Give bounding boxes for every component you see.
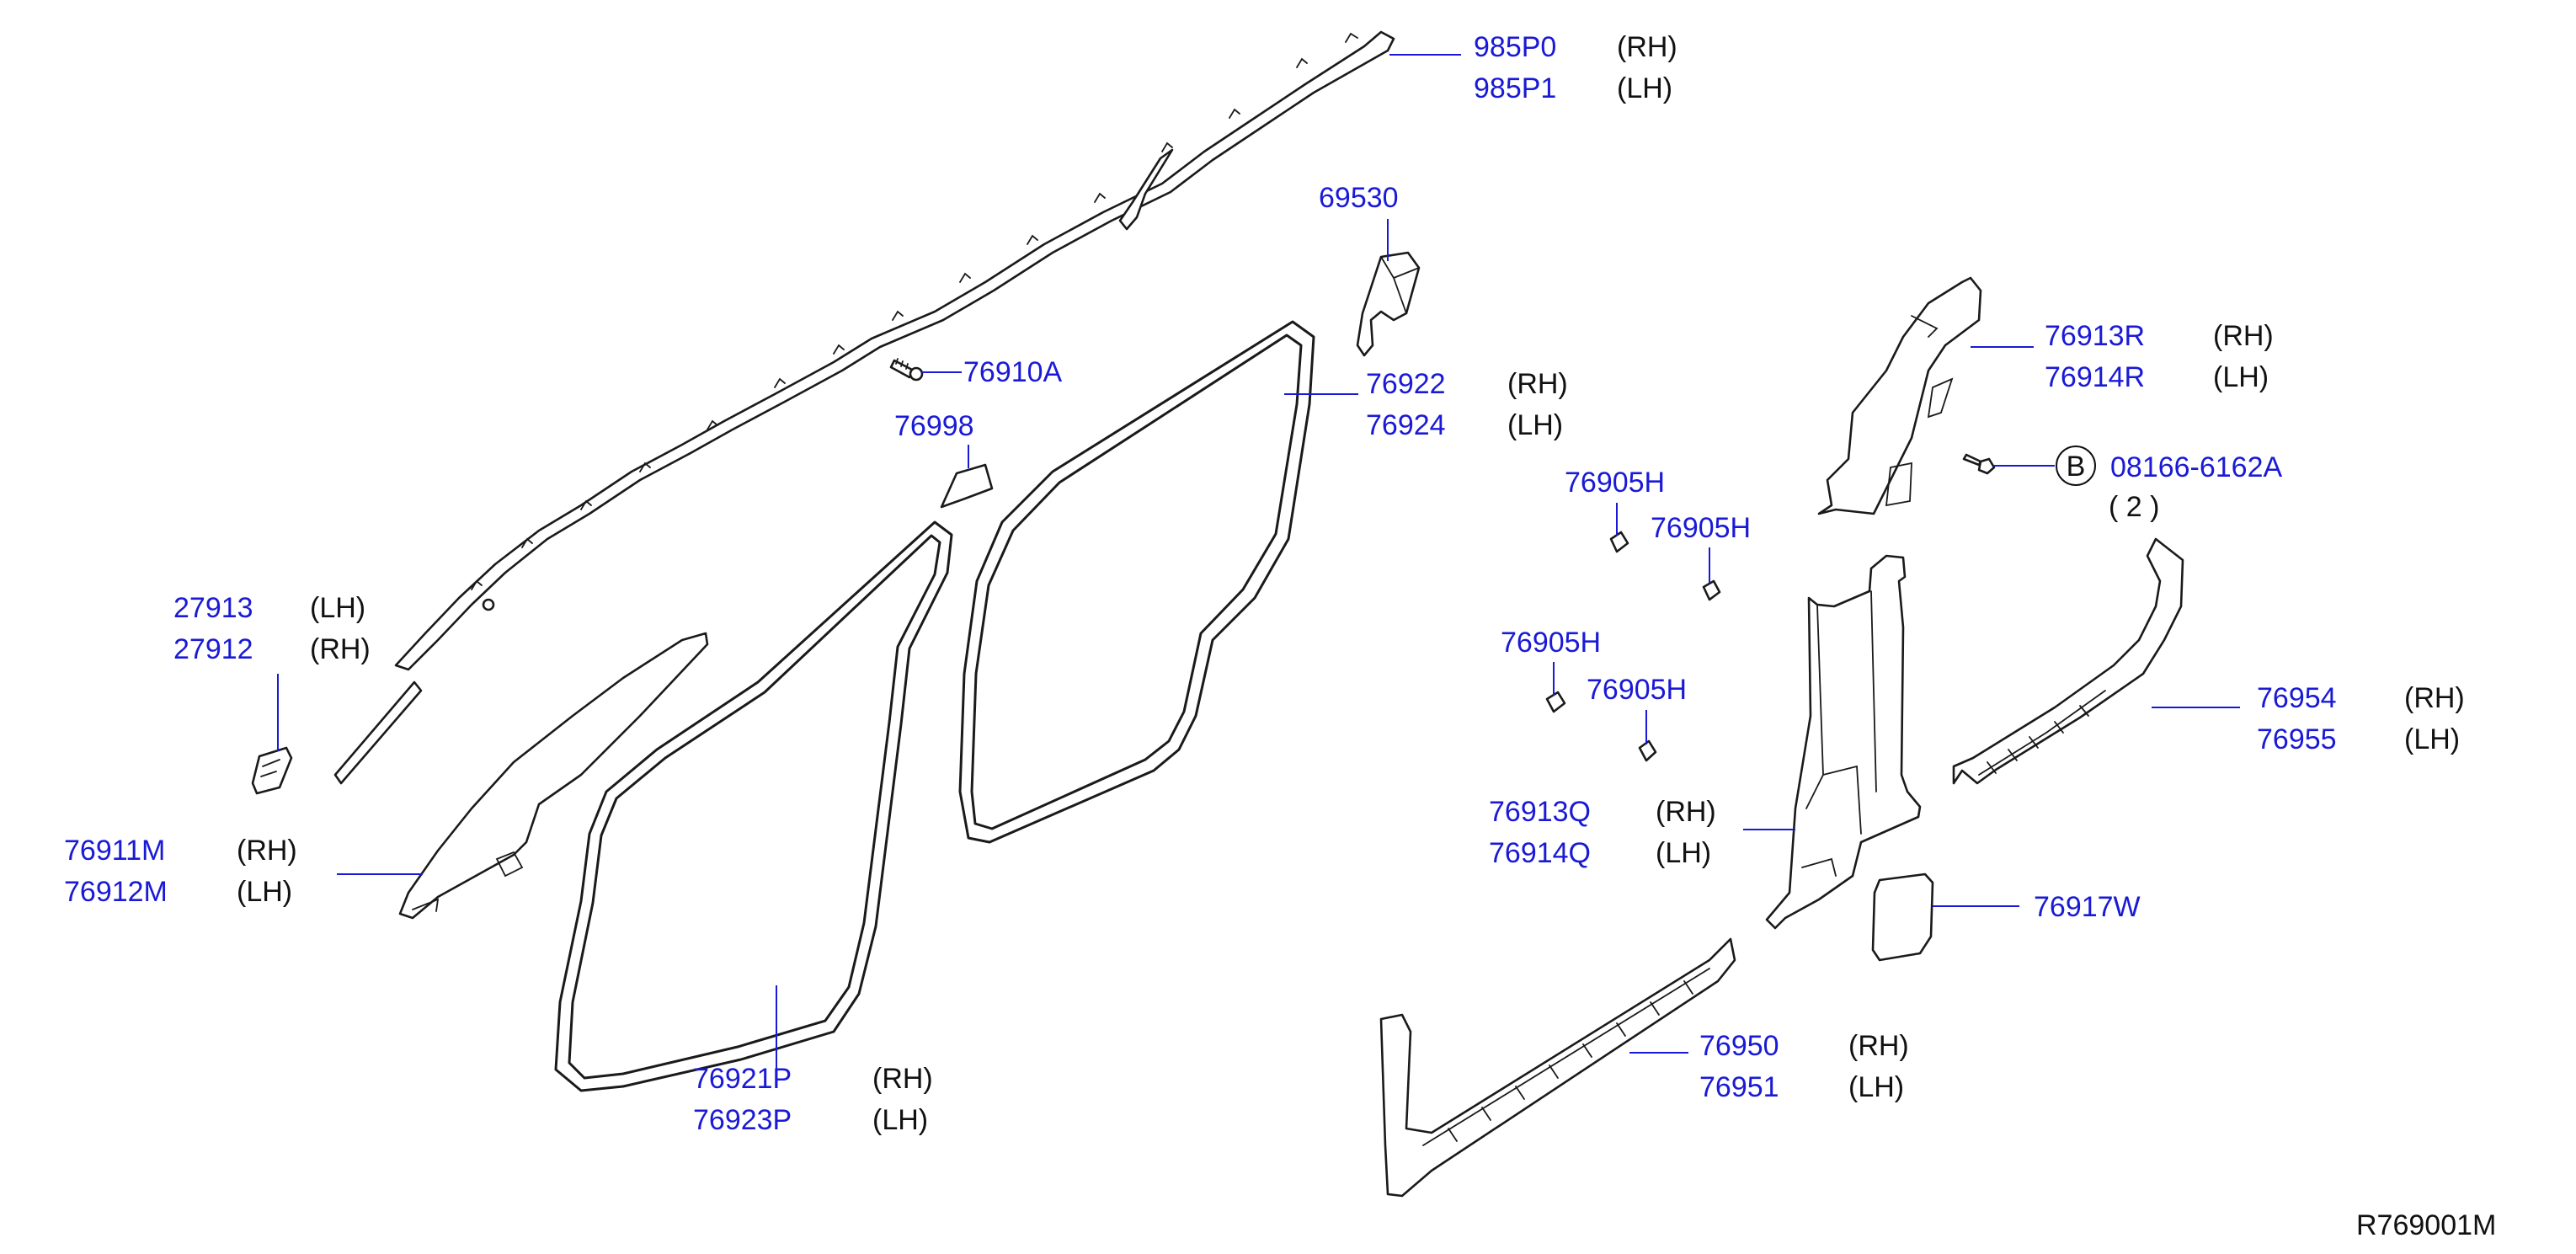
pad-76998: [940, 463, 994, 509]
callout-76910a[interactable]: 76910A: [922, 356, 1063, 388]
bolt-08166: [1962, 453, 1996, 475]
side-label: (LH): [310, 592, 365, 624]
part-number[interactable]: 76905H: [1565, 467, 1665, 499]
lower-b-pillar-finisher: [1765, 554, 1922, 930]
screw-76910a: [889, 358, 924, 382]
part-number[interactable]: 985P1: [1474, 72, 1556, 104]
callout-76911m[interactable]: 76911M (RH) 76912M (LH): [64, 835, 423, 908]
part-number[interactable]: 08166-6162A: [2110, 451, 2283, 483]
side-label: (RH): [237, 835, 297, 867]
side-label: (RH): [2404, 682, 2465, 714]
rear-kicking-plate: [1952, 537, 2184, 785]
clips-76905h: [1545, 531, 1721, 762]
callout-69530[interactable]: 69530: [1319, 182, 1399, 261]
part-number[interactable]: 76905H: [1501, 627, 1601, 659]
callout-76913q[interactable]: 76913Q (RH) 76914Q (LH): [1489, 796, 1795, 869]
side-label: (LH): [2404, 723, 2460, 755]
callout-76905h-2[interactable]: 76905H: [1651, 512, 1751, 583]
part-number[interactable]: 76905H: [1651, 512, 1751, 544]
pad-76917w: [1871, 872, 1934, 962]
side-label: (LH): [2213, 361, 2269, 393]
callout-985p0[interactable]: 985P0 (RH) 985P1 (LH): [1389, 31, 1677, 104]
callout-76905h-4[interactable]: 76905H: [1587, 674, 1687, 744]
callout-76921p[interactable]: 76921P (RH) 76923P (LH): [693, 985, 933, 1136]
part-number[interactable]: 76922: [1366, 368, 1446, 400]
part-number[interactable]: 76917W: [2034, 891, 2141, 923]
side-label: (RH): [310, 633, 371, 665]
clip-69530: [1356, 251, 1421, 357]
part-number[interactable]: 76955: [2257, 723, 2337, 755]
side-label: (RH): [872, 1063, 933, 1095]
badge-circle: [2056, 446, 2096, 486]
side-label: (RH): [2213, 320, 2274, 352]
quantity-label: ( 2 ): [2109, 491, 2159, 523]
curtain-airbag: [333, 30, 1395, 785]
part-number[interactable]: 76954: [2257, 682, 2337, 714]
part-number[interactable]: 76914R: [2045, 361, 2145, 393]
upper-b-pillar-finisher: [1817, 276, 1982, 515]
callout-76922[interactable]: 76922 (RH) 76924 (LH): [1284, 368, 1568, 441]
callout-08166[interactable]: B 08166-6162A ( 2 ): [1994, 446, 2283, 523]
part-number[interactable]: 76924: [1366, 409, 1446, 441]
side-label: (LH): [1617, 72, 1672, 104]
part-number[interactable]: 76921P: [693, 1063, 792, 1095]
side-label: (LH): [1507, 409, 1563, 441]
part-number[interactable]: 76950: [1699, 1030, 1779, 1062]
side-label: (LH): [1848, 1071, 1904, 1103]
callout-76950[interactable]: 76950 (RH) 76951 (LH): [1629, 1030, 1909, 1103]
front-door-weatherstrip: [958, 320, 1315, 844]
callout-76905h-3[interactable]: 76905H: [1501, 627, 1601, 696]
part-number[interactable]: 76913Q: [1489, 796, 1591, 828]
rear-door-weatherstrip: [554, 520, 953, 1092]
part-number[interactable]: 76910A: [963, 356, 1063, 388]
front-kicking-plate: [1379, 937, 1736, 1198]
side-label: (LH): [237, 876, 292, 908]
part-number[interactable]: 76998: [894, 410, 974, 442]
part-number[interactable]: 76951: [1699, 1071, 1779, 1103]
part-number[interactable]: 76911M: [64, 835, 165, 867]
part-number[interactable]: 985P0: [1474, 31, 1556, 63]
a-pillar-finisher: [398, 632, 709, 920]
side-label: (RH): [1617, 31, 1677, 63]
callout-76917w[interactable]: 76917W: [1933, 891, 2141, 923]
clip-27913: [251, 746, 293, 795]
callout-76954[interactable]: 76954 (RH) 76955 (LH): [2152, 682, 2465, 755]
side-label: (RH): [1507, 368, 1568, 400]
side-label: (LH): [1656, 837, 1711, 869]
side-label: (RH): [1656, 796, 1716, 828]
part-number[interactable]: 27912: [173, 633, 253, 665]
callout-76905h-1[interactable]: 76905H: [1565, 467, 1665, 536]
side-label: (LH): [872, 1104, 928, 1136]
badge-letter: B: [2067, 451, 2086, 483]
part-number[interactable]: 27913: [173, 592, 253, 624]
diagram-reference: R769001M: [2356, 1209, 2496, 1241]
part-number[interactable]: 76912M: [64, 876, 168, 908]
callout-76998[interactable]: 76998: [894, 410, 974, 468]
callout-76913r[interactable]: 76913R (RH) 76914R (LH): [1971, 320, 2274, 393]
part-number[interactable]: 76914Q: [1489, 837, 1591, 869]
part-number[interactable]: 76905H: [1587, 674, 1687, 706]
part-number[interactable]: 76913R: [2045, 320, 2145, 352]
callout-27913[interactable]: 27913 (LH) 27912 (RH): [173, 592, 371, 751]
side-label: (RH): [1848, 1030, 1909, 1062]
part-number[interactable]: 69530: [1319, 182, 1399, 214]
part-number[interactable]: 76923P: [693, 1104, 792, 1136]
